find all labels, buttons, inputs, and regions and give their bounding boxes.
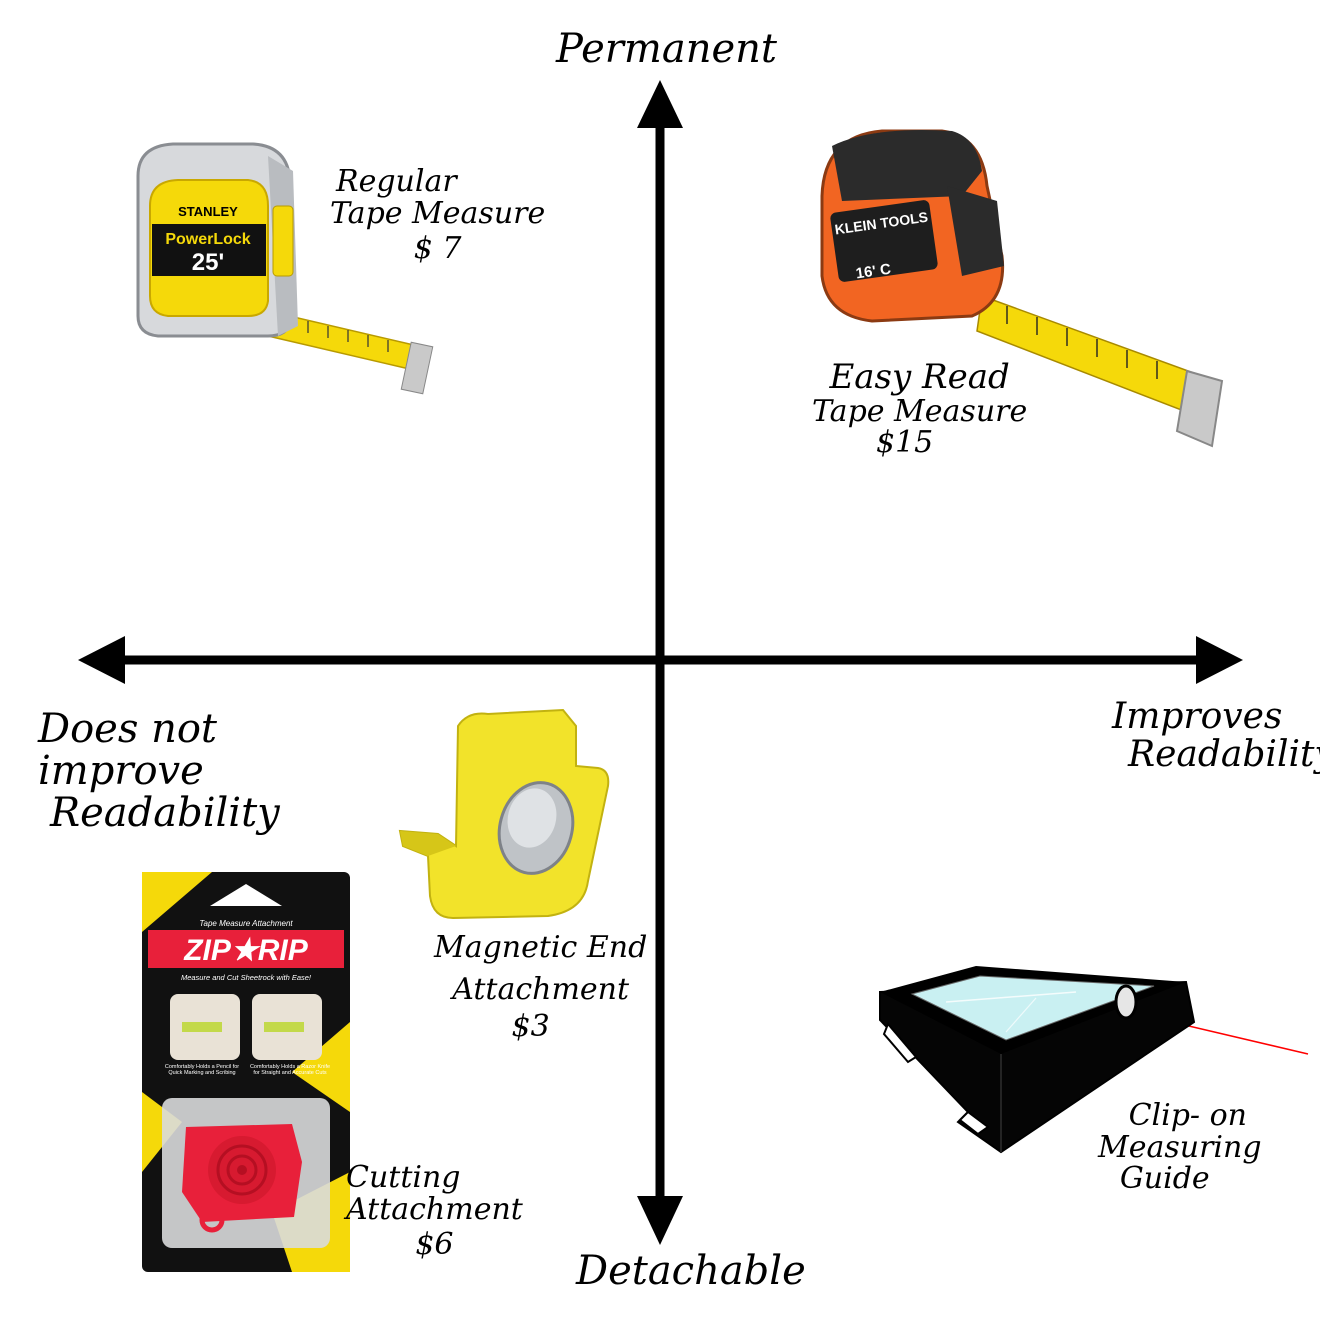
stanley-tape-measure-icon: STANLEY PowerLock 25' <box>136 142 434 395</box>
package-caption-right: Comfortably Holds a Razor Knife for Stra… <box>249 1064 331 1077</box>
package-top-text: Tape Measure Attachment <box>199 919 293 928</box>
arrow-left-icon <box>78 636 125 684</box>
label-regular-line3: $ 7 <box>413 231 462 266</box>
label-cutting-line3: $6 <box>415 1227 454 1262</box>
stanley-brand-text: STANLEY <box>178 204 238 219</box>
label-regular-line2: Tape Measure <box>330 195 546 231</box>
axis-label-left-line2: improve <box>38 748 204 794</box>
label-clip-on-line3: Guide <box>1119 1161 1210 1196</box>
arrow-right-icon <box>1196 636 1243 684</box>
axis-label-left: Does not improve Readability <box>38 708 280 834</box>
label-cutting-attachment: Cutting Attachment $6 <box>346 1162 523 1261</box>
klein-tape-measure-icon: KLEIN TOOLS 16' C <box>820 129 1224 448</box>
label-easy-read-line3: $15 <box>875 425 934 461</box>
label-easy-read-line1: Easy Read <box>829 357 1010 397</box>
axis-label-bottom: Detachable <box>576 1248 806 1294</box>
label-clip-on-line1: Clip- on <box>1128 1098 1247 1133</box>
label-magnetic-line2: Attachment <box>452 971 630 1007</box>
package-sub-text: Measure and Cut Sheetrock with Ease! <box>181 973 312 982</box>
label-magnetic-line3: $3 <box>511 1009 550 1044</box>
stanley-model-text: PowerLock <box>165 231 250 248</box>
axis-label-left-line1: Does not <box>38 706 217 752</box>
label-cutting-line2: Attachment <box>346 1191 523 1227</box>
horizontal-axis <box>78 636 1243 684</box>
label-magnetic-end-attachment: Magnetic End Attachment $3 <box>434 932 647 1043</box>
magnet-attachment-icon <box>398 708 610 920</box>
label-regular-tape-measure: Regular Tape Measure $ 7 <box>330 166 545 265</box>
axis-label-left-line3: Readability <box>50 790 280 836</box>
label-easy-read-line2: Tape Measure <box>812 393 1028 429</box>
label-regular-line1: Regular <box>336 164 457 199</box>
zip-rip-package-icon: Tape Measure Attachment ZIP★RIP Measure … <box>142 872 350 1272</box>
arrow-up-icon <box>637 80 683 128</box>
label-clip-on-line2: Measuring <box>1098 1129 1262 1165</box>
klein-size-text: 16' C <box>855 261 892 283</box>
axis-label-right: Improves Readability <box>1112 698 1320 774</box>
clip-on-guide-icon <box>879 966 1309 1154</box>
package-caption-left: Comfortably Holds a Pencil for Quick Mar… <box>164 1064 240 1077</box>
label-clip-on-measuring-guide: Clip- on Measuring Guide <box>1098 1100 1262 1195</box>
axis-label-right-line2: Readability <box>1128 733 1320 775</box>
arrow-down-icon <box>637 1196 683 1245</box>
package-brand-text: ZIP★RIP <box>183 934 309 967</box>
stanley-size-text: 25' <box>192 249 224 276</box>
axis-label-top: Permanent <box>556 26 777 72</box>
axis-label-right-line1: Improves <box>1112 696 1283 737</box>
label-magnetic-line1: Magnetic End <box>434 930 648 965</box>
label-easy-read-tape-measure: Easy Read Tape Measure $15 <box>812 357 1028 461</box>
label-cutting-line1: Cutting <box>346 1160 461 1195</box>
